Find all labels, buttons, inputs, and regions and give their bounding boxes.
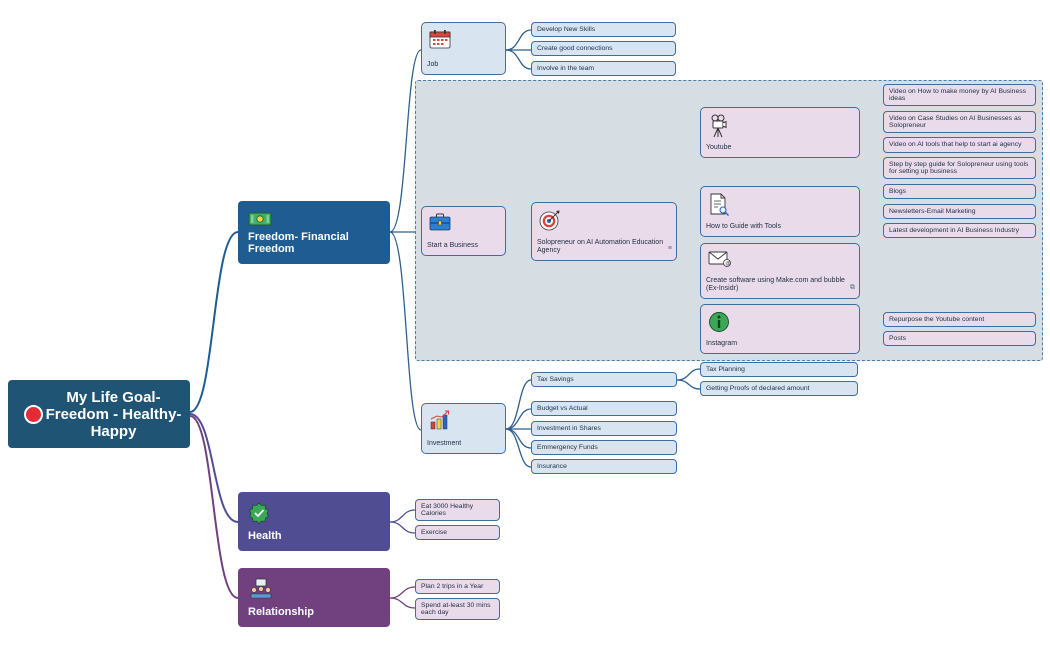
youtube-item[interactable]: Video on How to make money by AI Busines…	[883, 84, 1036, 106]
topic-instagram-label: Instagram	[706, 340, 738, 347]
topic-investment[interactable]: Investment	[421, 403, 506, 454]
topic-job[interactable]: Job	[421, 22, 506, 75]
topic-ai-agency-label: Solopreneur on AI Automation Education A…	[537, 239, 664, 254]
root-topic-label: My Life Goal- Freedom - Healthy- Happy	[45, 388, 182, 440]
topic-create-software[interactable]: @ Create software using Make.com and bub…	[700, 243, 860, 299]
guide-item-label: Blogs	[889, 187, 907, 195]
branch-relationship-label: Relationship	[248, 606, 315, 618]
tax-savings-label: Tax Savings	[537, 375, 574, 383]
youtube-item[interactable]: Video on Case Studies on AI Businesses a…	[883, 111, 1036, 133]
document-search-icon	[708, 193, 730, 219]
investment-item-label: Investment in Shares	[537, 424, 601, 432]
branch-health[interactable]: Health	[238, 492, 390, 551]
svg-text:@: @	[725, 261, 730, 267]
root-topic[interactable]: My Life Goal- Freedom - Healthy- Happy	[8, 380, 190, 448]
youtube-item[interactable]: Step by step guide for Solopreneur using…	[883, 157, 1036, 179]
instagram-item-label: Repurpose the Youtube content	[889, 315, 985, 323]
topic-youtube[interactable]: Youtube	[700, 107, 860, 158]
branch-freedom-label: Freedom- Financial Freedom	[248, 231, 349, 255]
investment-item[interactable]: Investment in Shares	[531, 421, 677, 436]
youtube-item-label: Video on How to make money by AI Busines…	[889, 87, 1027, 103]
youtube-item-label: Video on AI tools that help to start ai …	[889, 141, 1022, 149]
calendar-icon	[429, 29, 451, 51]
external-link-icon[interactable]: ⧉	[850, 284, 855, 291]
topic-start-business-label: Start a Business	[427, 242, 478, 249]
note-icon[interactable]: ≡	[667, 245, 672, 252]
branch-freedom[interactable]: Freedom- Financial Freedom	[238, 201, 390, 264]
topic-how-to-guide[interactable]: How to Guide with Tools	[700, 186, 860, 237]
job-item-label: Create good connections	[537, 44, 613, 52]
job-item[interactable]: Involve in the team	[531, 61, 676, 76]
health-item-label: Eat 3000 Healthy Calories	[421, 502, 474, 518]
topic-start-business[interactable]: Start a Business	[421, 206, 506, 256]
topic-instagram[interactable]: Instagram	[700, 304, 860, 354]
tax-item[interactable]: Tax Planning	[700, 362, 858, 377]
investment-item[interactable]: Emmergency Funds	[531, 440, 677, 455]
investment-item[interactable]: Insurance	[531, 459, 677, 474]
investment-item-label: Emmergency Funds	[537, 443, 598, 451]
instagram-item-label: Posts	[889, 334, 906, 342]
job-item-label: Develop New Skills	[537, 25, 596, 33]
investment-item[interactable]: Budget vs Actual	[531, 401, 677, 416]
branch-health-label: Health	[248, 530, 282, 542]
topic-job-label: Job	[427, 61, 439, 68]
info-icon	[708, 311, 730, 335]
money-bill-icon	[248, 211, 272, 230]
guide-item-label: Newsletters-Email Marketing	[889, 207, 976, 215]
tax-item[interactable]: Getting Proofs of declared amount	[700, 381, 858, 396]
instagram-item[interactable]: Posts	[883, 331, 1036, 346]
target-icon	[539, 209, 561, 233]
job-item[interactable]: Develop New Skills	[531, 22, 676, 37]
tax-item-label: Tax Planning	[706, 365, 745, 373]
job-item-label: Involve in the team	[537, 64, 595, 72]
guide-item-label: Latest development in AI Business Indust…	[889, 226, 1019, 234]
youtube-item[interactable]: Video on AI tools that help to start ai …	[883, 137, 1036, 153]
meeting-icon	[248, 578, 274, 603]
topic-ai-agency[interactable]: Solopreneur on AI Automation Education A…	[531, 202, 677, 261]
relationship-item[interactable]: Plan 2 trips in a Year	[415, 579, 500, 594]
topic-how-to-guide-label: How to Guide with Tools	[706, 223, 781, 230]
relationship-item-label: Plan 2 trips in a Year	[421, 582, 484, 590]
video-camera-icon	[708, 114, 728, 140]
red-flag-marker-icon	[24, 404, 43, 424]
health-item[interactable]: Exercise	[415, 525, 500, 540]
guide-item[interactable]: Blogs	[883, 184, 1036, 199]
relationship-item[interactable]: Spend at-least 30 mins each day	[415, 598, 500, 620]
check-badge-icon	[248, 502, 270, 527]
health-item[interactable]: Eat 3000 Healthy Calories	[415, 499, 500, 521]
guide-item[interactable]: Latest development in AI Business Indust…	[883, 223, 1036, 238]
bar-chart-icon	[429, 410, 451, 432]
health-item-label: Exercise	[421, 528, 448, 536]
investment-item-label: Insurance	[537, 462, 567, 470]
tax-item-label: Getting Proofs of declared amount	[706, 384, 810, 392]
briefcase-icon	[429, 213, 451, 233]
topic-investment-label: Investment	[427, 440, 462, 447]
investment-item-label: Budget vs Actual	[537, 404, 588, 412]
branch-relationship[interactable]: Relationship	[238, 568, 390, 627]
instagram-item[interactable]: Repurpose the Youtube content	[883, 312, 1036, 327]
topic-youtube-label: Youtube	[706, 144, 732, 151]
topic-create-software-label: Create software using Make.com and bubbl…	[706, 277, 845, 292]
guide-item[interactable]: Newsletters-Email Marketing	[883, 204, 1036, 219]
youtube-item-label: Step by step guide for Solopreneur using…	[889, 160, 1029, 176]
topic-tax-savings[interactable]: Tax Savings	[531, 372, 677, 387]
relationship-item-label: Spend at-least 30 mins each day	[421, 601, 491, 617]
job-item[interactable]: Create good connections	[531, 41, 676, 56]
envelope-icon: @	[708, 250, 732, 270]
youtube-item-label: Video on Case Studies on AI Businesses a…	[889, 114, 1022, 130]
